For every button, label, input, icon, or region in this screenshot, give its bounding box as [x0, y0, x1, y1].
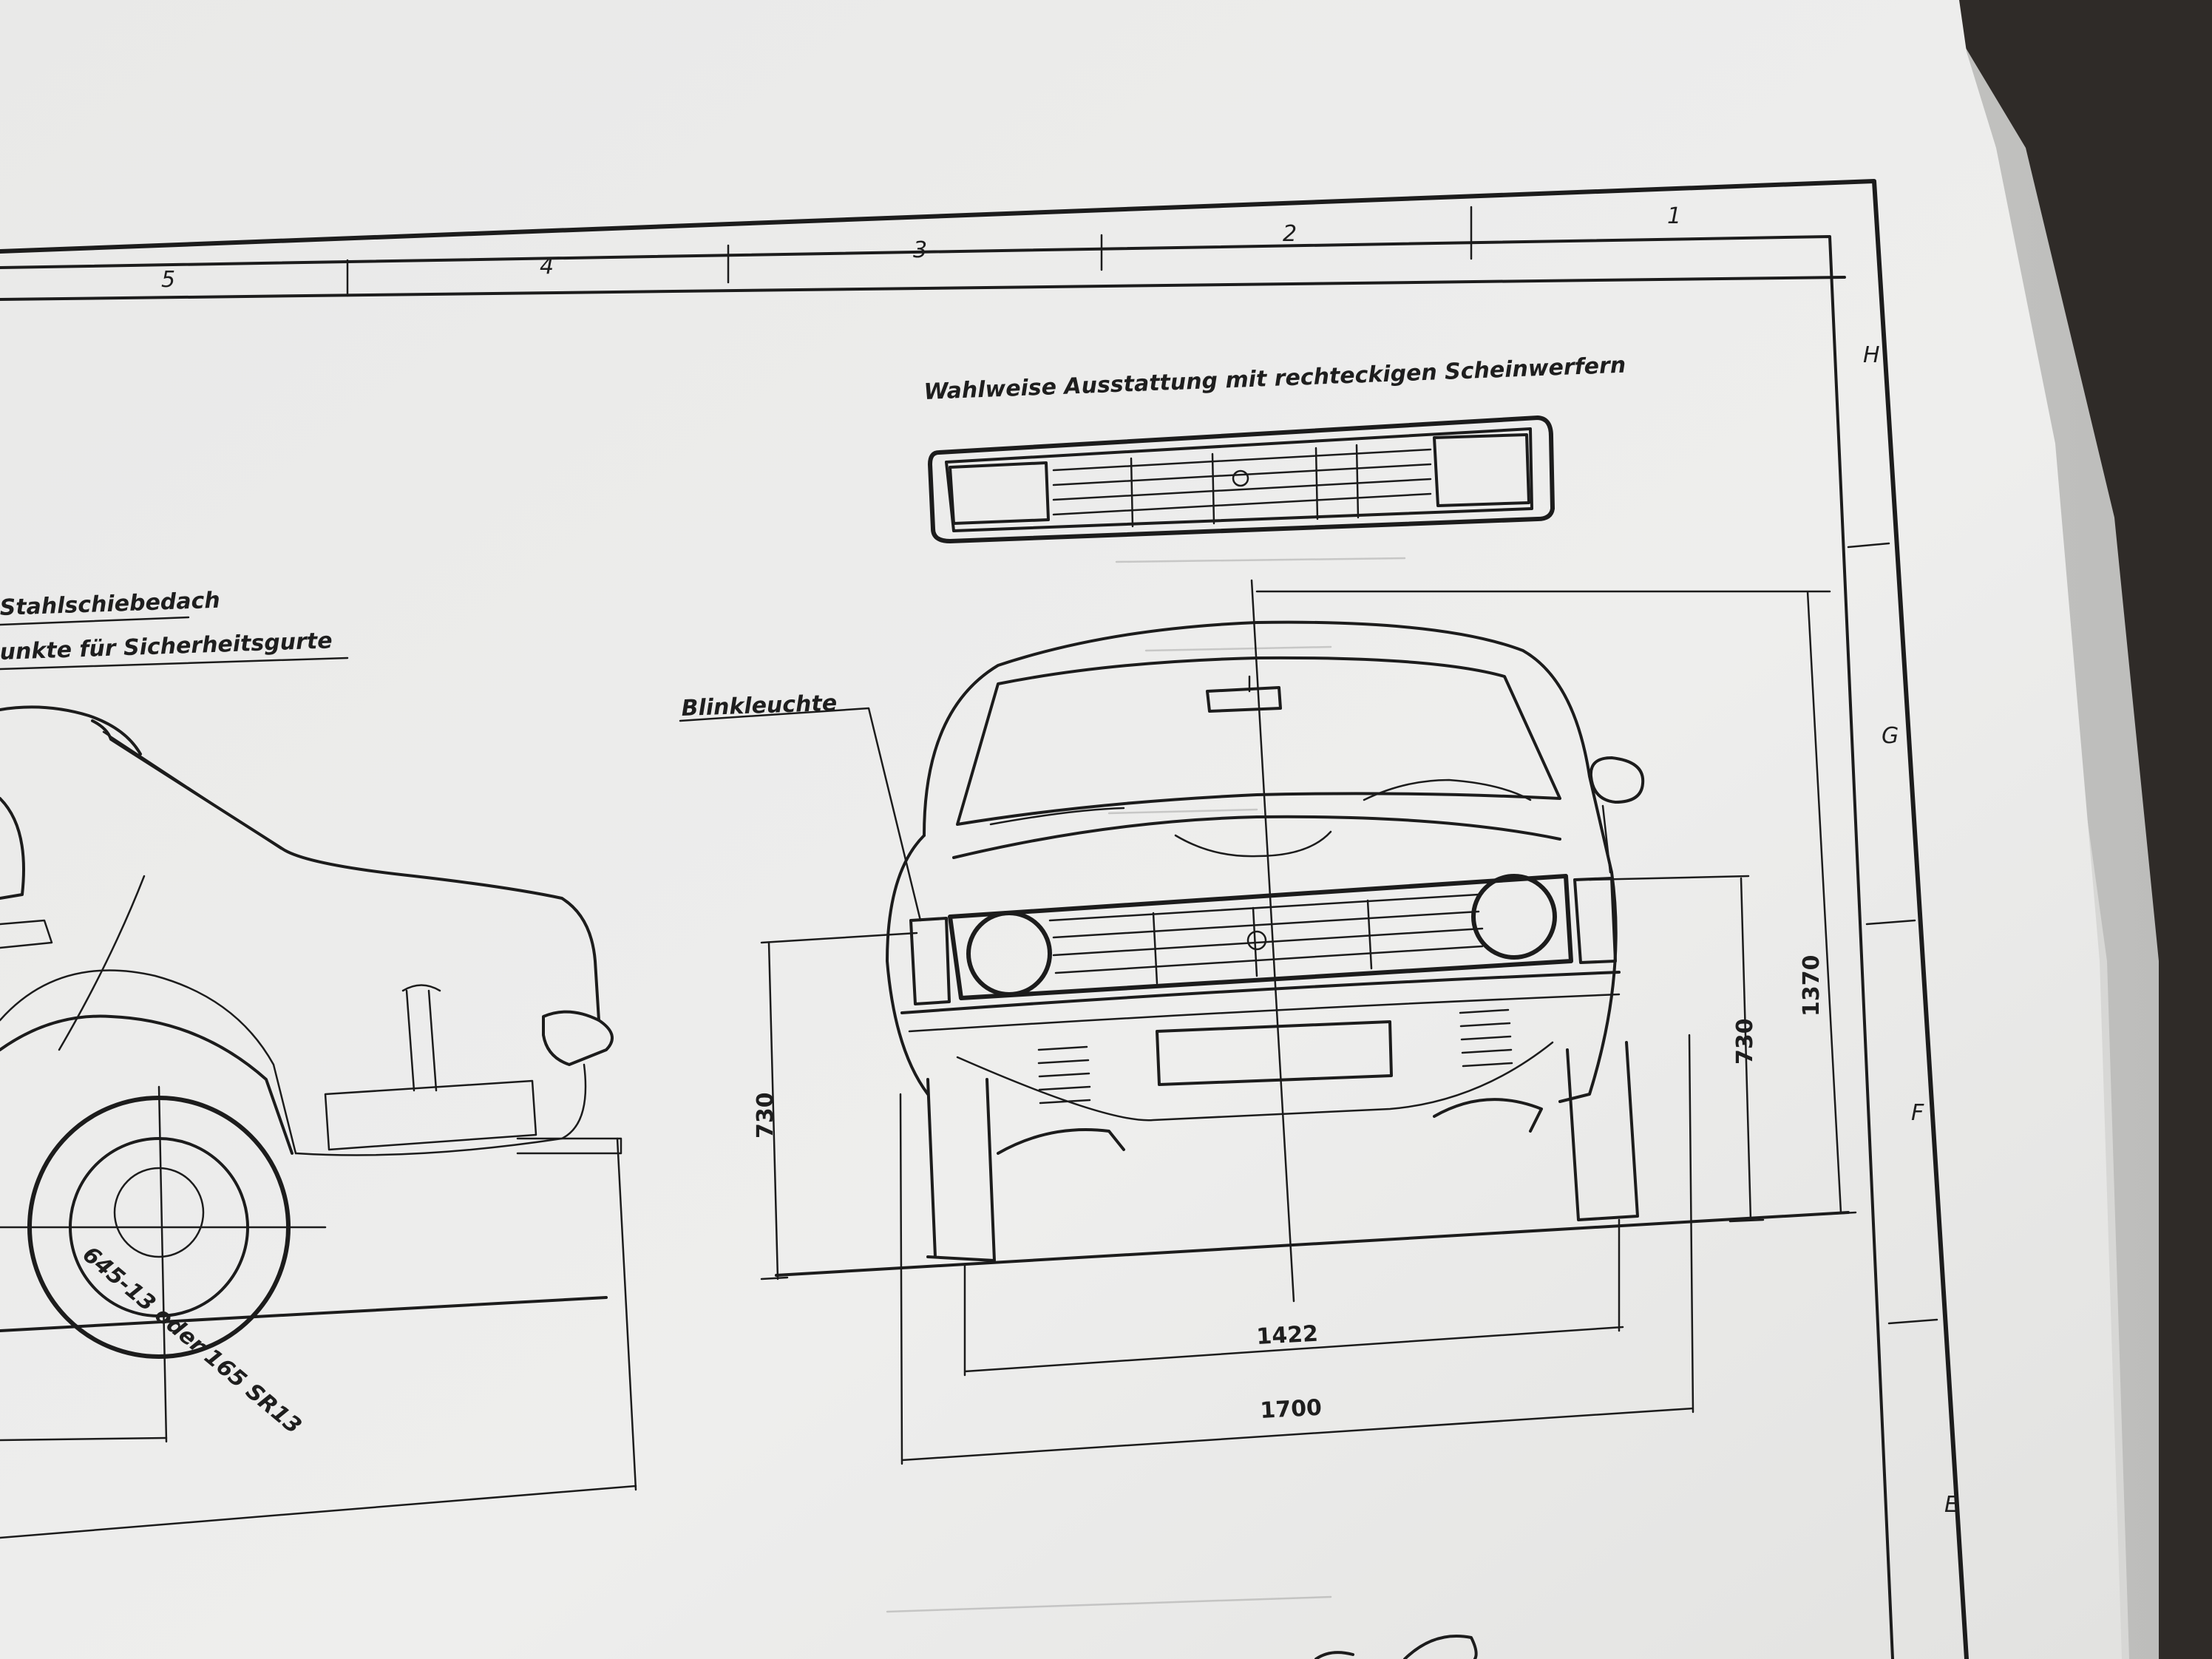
dim-track-1422: 1422: [1256, 1321, 1319, 1350]
right-spring: [1433, 1008, 1543, 1133]
dim-height-730-left: 730: [753, 1092, 778, 1139]
sunroof-underline: [0, 616, 190, 626]
zone-col-1: 1: [1667, 203, 1681, 229]
drawing-frame: [0, 179, 1969, 1659]
bottom-edge-marks: [1314, 1634, 1478, 1659]
zone-col-2: 2: [1283, 221, 1297, 247]
optional-grille-drawing: [928, 415, 1555, 543]
zone-row-f: F: [1911, 1100, 1924, 1126]
zone-col-4: 4: [540, 254, 554, 279]
zone-row-h: H: [1863, 342, 1880, 368]
indicator-leader: [679, 707, 922, 922]
dim-height-1370: 1370: [1799, 955, 1825, 1017]
side-view-car: [0, 705, 637, 1539]
dim-width-1700: 1700: [1260, 1395, 1323, 1424]
zone-col-5: 5: [161, 267, 175, 293]
zone-column-ticks: [346, 206, 1473, 297]
paper-sheet: [0, 0, 2122, 1659]
left-spring: [997, 1045, 1125, 1155]
seatbelt-underline: [0, 657, 349, 671]
dimension-lines: [760, 590, 1857, 1465]
indicator-label: Blinkleuchte: [681, 691, 838, 722]
zone-col-3: 3: [913, 237, 927, 263]
zone-row-g: G: [1882, 723, 1899, 749]
bleed-through-marks: [886, 557, 1406, 1613]
zone-row-e: E: [1944, 1492, 1958, 1518]
front-view-car: [775, 579, 1850, 1303]
dim-height-730-right: 730: [1732, 1018, 1758, 1065]
zone-row-ticks: [1847, 542, 1938, 1325]
